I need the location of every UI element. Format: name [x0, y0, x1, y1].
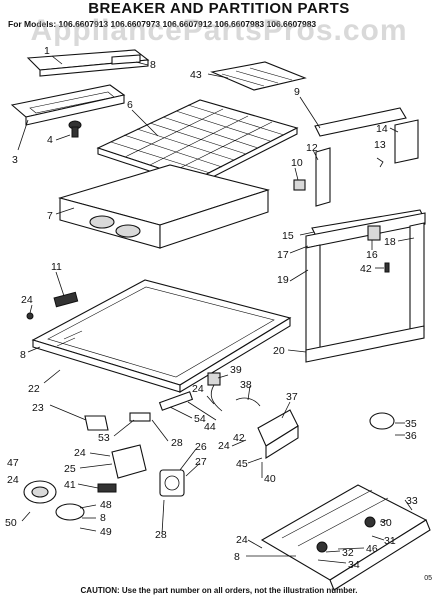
part-16-bracket [367, 225, 381, 241]
callout-9: 9 [294, 86, 300, 98]
part-9-front-strip [314, 107, 407, 137]
part-3-breaker-strip [10, 84, 126, 126]
corner-mark: 05 [424, 575, 432, 582]
callout-48: 48 [100, 499, 112, 511]
part-11-latch [53, 291, 79, 308]
callout-8-c: 8 [100, 512, 106, 524]
callout-3: 3 [12, 154, 18, 166]
callout-47: 47 [7, 457, 19, 469]
callout-24-b: 24 [192, 383, 204, 395]
part-44-damper [158, 391, 194, 411]
callout-8-b: 8 [20, 349, 26, 361]
callout-27: 27 [195, 456, 207, 468]
callout-20: 20 [273, 345, 285, 357]
callout-45: 45 [236, 458, 248, 470]
callout-54: 54 [194, 413, 206, 425]
part-23-bracket [84, 415, 109, 431]
callout-1: 1 [44, 45, 50, 57]
callout-11: 11 [51, 261, 62, 273]
callout-28-b: 28 [155, 529, 167, 541]
callout-12: 12 [306, 142, 318, 154]
callout-31: 31 [384, 535, 396, 547]
callout-numbers: 1 8 43 9 3 4 6 14 12 13 10 7 15 16 18 11… [5, 45, 418, 571]
part-32-wheel [316, 541, 328, 553]
callout-4: 4 [47, 134, 53, 146]
model-numbers: For Models: 106.6607913 106.6607973 106.… [8, 19, 317, 29]
callout-25: 25 [64, 463, 76, 475]
part-47-knob-housing [23, 480, 57, 504]
part-7-partition-tray [57, 164, 270, 249]
callout-24-f: 24 [236, 534, 248, 546]
callout-23: 23 [32, 402, 44, 414]
callout-34: 34 [348, 559, 360, 571]
callout-10: 10 [291, 157, 303, 169]
part-42-pin [384, 262, 390, 273]
part-30-hinge [364, 516, 376, 528]
callout-19: 19 [277, 274, 289, 286]
callout-26: 26 [195, 441, 207, 453]
callout-42: 42 [360, 263, 372, 275]
part-14-side-strip [394, 119, 419, 164]
part-39-sensor [207, 372, 223, 412]
callout-24: 24 [21, 294, 33, 306]
part-43-rear-panel [210, 61, 307, 91]
callout-32: 32 [342, 547, 354, 559]
part-37-control-housing [257, 409, 299, 459]
callout-39: 39 [230, 364, 242, 376]
caution-note: CAUTION: Use the part number on all orde… [80, 586, 358, 595]
callout-40: 40 [264, 473, 276, 485]
part-38-wire [235, 397, 261, 407]
callout-37: 37 [286, 391, 298, 403]
callout-24-e: 24 [7, 474, 19, 486]
callout-36: 36 [405, 430, 417, 442]
part-20-frame-bottom [305, 325, 425, 363]
callout-38: 38 [240, 379, 252, 391]
part-35-cap [369, 412, 395, 430]
part-13-screw [376, 157, 384, 168]
callout-46: 46 [366, 543, 378, 555]
callout-16: 16 [366, 249, 378, 261]
part-17-frame-top [305, 212, 426, 249]
callout-24-d: 24 [74, 447, 86, 459]
part-18-frame-right [409, 222, 425, 334]
part-33-grille-panel [260, 484, 431, 591]
part-41-switch [97, 483, 117, 493]
callout-8: 8 [150, 59, 156, 71]
part-25-control [111, 444, 147, 479]
leader-lines [17, 55, 415, 564]
callout-6: 6 [127, 99, 133, 111]
callout-41: 41 [64, 479, 76, 491]
callout-8-d: 8 [234, 551, 240, 563]
callout-49: 49 [100, 526, 112, 538]
callout-13: 13 [374, 139, 386, 151]
callout-50: 50 [5, 517, 17, 529]
callout-22: 22 [28, 383, 40, 395]
callout-43: 43 [190, 69, 202, 81]
callout-24-c: 24 [218, 440, 230, 452]
part-53-clip [129, 412, 151, 422]
part-19-frame-left [305, 244, 321, 357]
callout-28: 28 [171, 437, 183, 449]
part-24-screw-left [26, 312, 34, 320]
part-50-knob [55, 503, 85, 521]
callout-30: 30 [380, 517, 392, 529]
diagram-title: BREAKER AND PARTITION PARTS [88, 0, 350, 17]
part-1-breaker-strip [26, 49, 150, 77]
callout-15: 15 [282, 230, 294, 242]
part-26-motor [159, 469, 185, 497]
part-4-fastener [68, 120, 82, 138]
callout-35: 35 [405, 418, 417, 430]
callout-18: 18 [384, 236, 396, 248]
part-10-clip [293, 179, 306, 191]
callout-7: 7 [47, 210, 53, 222]
callout-44: 44 [204, 421, 216, 433]
callout-53: 53 [98, 432, 110, 444]
part-12-divider-strip [315, 147, 331, 207]
callout-14: 14 [376, 123, 388, 135]
callout-17: 17 [277, 249, 289, 261]
callout-42-b: 42 [233, 432, 245, 444]
callout-33: 33 [406, 495, 418, 507]
